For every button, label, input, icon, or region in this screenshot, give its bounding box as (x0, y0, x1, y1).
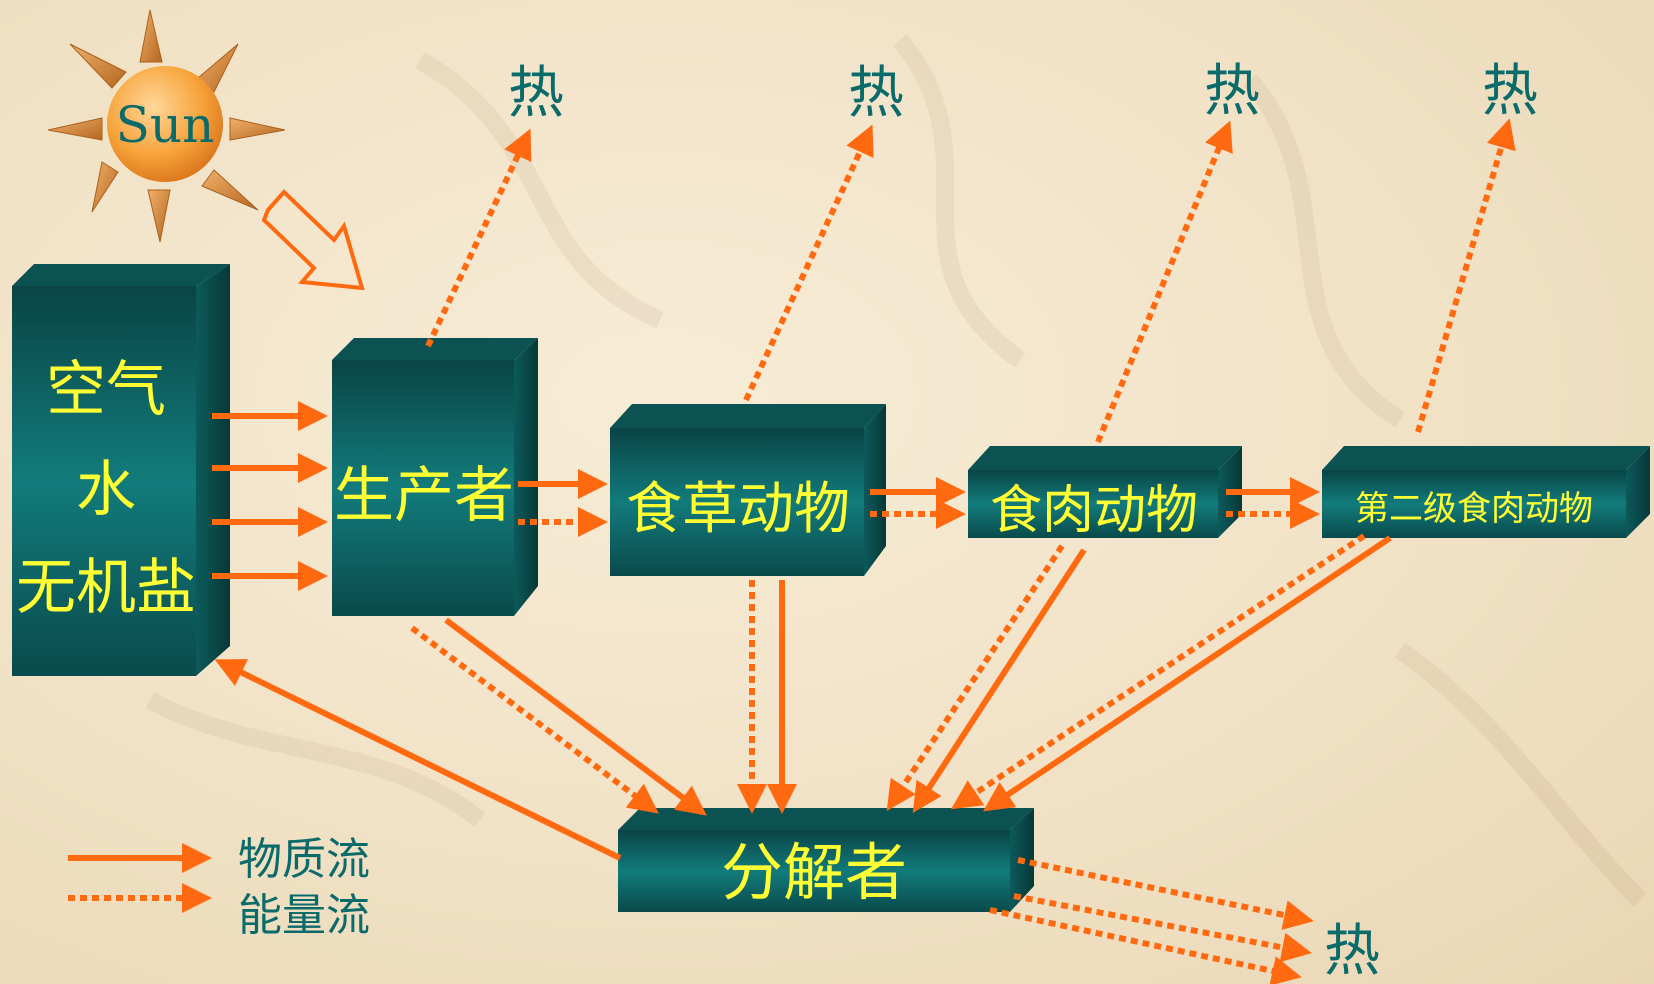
abiotic-water-label: 水 (76, 455, 136, 525)
sun-icon (47, 9, 286, 243)
decomposer-label: 分解者 (721, 836, 907, 909)
sunlight-arrow (261, 189, 365, 291)
heat-label-producer: 热 (508, 61, 564, 126)
legend-energy-flow-label: 能量流 (238, 890, 370, 941)
herbivore-label: 食草动物 (626, 477, 850, 542)
heat-label-herbivore: 热 (848, 61, 904, 126)
decomposer-box (618, 808, 1034, 912)
background-texture (145, 34, 1647, 907)
heat-label-carnivore: 热 (1204, 59, 1260, 124)
producer-label: 生产者 (334, 461, 514, 531)
heat-label-decomposer: 热 (1324, 919, 1380, 984)
legend: 物质流 能量流 (238, 834, 370, 941)
heat-label-secondary: 热 (1482, 59, 1538, 124)
herbivore-box (610, 404, 886, 576)
carnivore-label: 食肉动物 (990, 481, 1198, 541)
abiotic-air-label: 空气 (46, 355, 166, 425)
flow-arrows (68, 118, 1516, 984)
legend-matter-flow-label: 物质流 (238, 834, 370, 885)
secondary-carnivore-box (1322, 446, 1650, 538)
sun-label: Sun (116, 96, 215, 154)
secondary-carnivore-label: 第二级食肉动物 (1355, 489, 1593, 529)
producer-box (332, 338, 538, 616)
abiotic-salt-label: 无机盐 (16, 553, 196, 623)
